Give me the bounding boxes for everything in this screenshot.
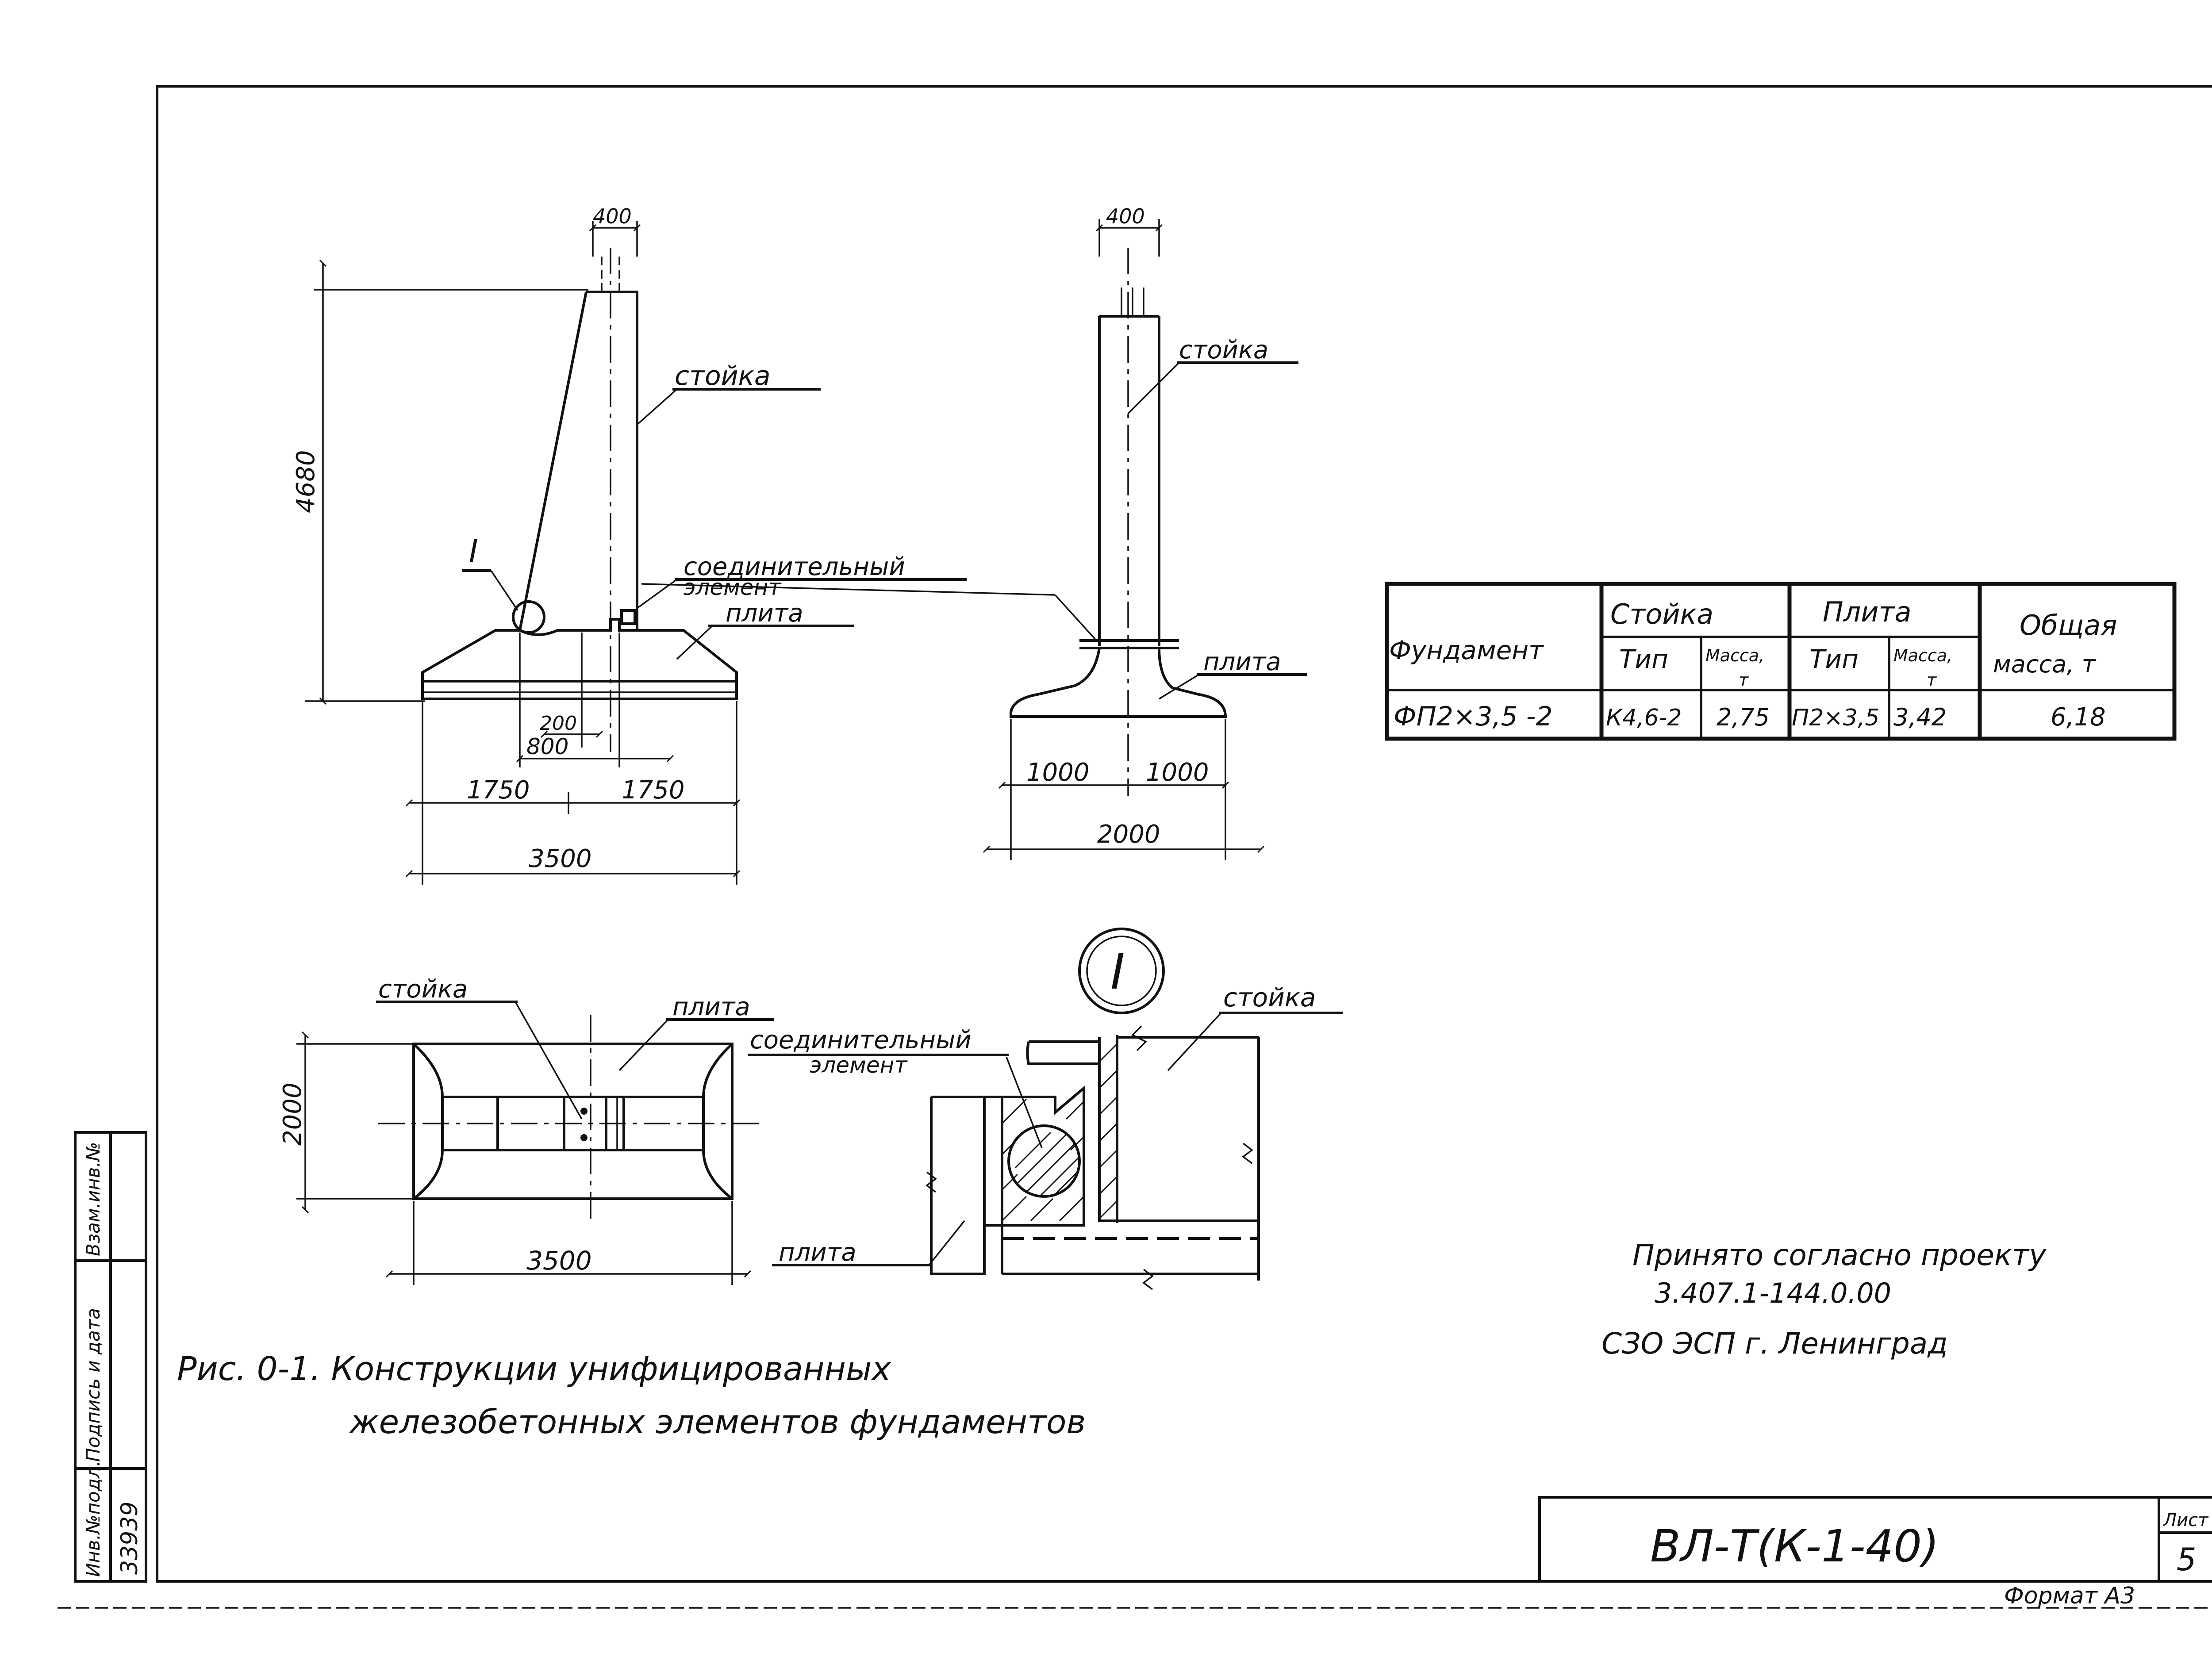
side-elevation: 400 стойка плита 1000 1000 2000 xyxy=(641,204,1307,860)
label-plan-slab: плита xyxy=(672,993,750,1021)
label-front-slab: плита xyxy=(726,599,803,628)
table-sub-type: Тип xyxy=(1619,644,1668,674)
title-block-sheet-number: 5 xyxy=(2177,1542,2197,1578)
dim-plan-width: 2000 xyxy=(278,1082,307,1146)
label-front-connector-1: соединительный xyxy=(684,552,905,581)
stamp-replacement-label: Взам.инв.№ xyxy=(82,1142,104,1256)
connector-hatch xyxy=(1001,1085,1085,1227)
dim-side-total: 2000 xyxy=(1097,820,1160,849)
detail-callout-circle xyxy=(512,600,545,634)
dim-plan-length: 3500 xyxy=(526,1246,592,1276)
table-head-post: Стойка xyxy=(1610,598,1713,630)
dim-front-left: 1750 xyxy=(467,776,530,805)
side-stamp: Инв.№подл. Подпись и дата Взам.инв.№ 339… xyxy=(74,1131,147,1583)
table-head-total-2: масса, т xyxy=(1993,650,2097,678)
dim-front-total: 3500 xyxy=(529,844,592,873)
dim-front-top: 400 xyxy=(593,204,632,228)
sheet-frame xyxy=(58,85,2212,1609)
label-front-post: стойка xyxy=(675,360,771,391)
note-line2: 3.407.1-144.0.00 xyxy=(1655,1277,1891,1309)
format-label: Формат А3 xyxy=(2004,1583,2135,1609)
figure-caption-line1: Рис. 0-1. Конструкции унифицированных xyxy=(177,1350,891,1388)
post-marker-dot xyxy=(580,1108,588,1115)
dim-side-left: 1000 xyxy=(1026,758,1090,787)
table-cell-slab-type: П2×3,5 xyxy=(1792,705,1879,731)
pin-hatch xyxy=(1014,1131,1080,1197)
detail-view: I xyxy=(748,928,1343,1290)
table-sub-mass-1: Масса, xyxy=(1705,646,1764,665)
figure-caption-line2: железобетонных элементов фундаментов xyxy=(349,1403,1086,1441)
label-plan-post: стойка xyxy=(378,975,468,1004)
detail-mark-front: I xyxy=(469,533,478,569)
table-head-slab: Плита xyxy=(1823,596,1912,628)
table-sub-mass2-1: Масса, xyxy=(1893,646,1952,665)
dim-side-top: 400 xyxy=(1106,204,1145,228)
table-sub-mass-2: т xyxy=(1739,670,1749,690)
title-block-code: ВЛ-Т(К-1-40) xyxy=(1650,1520,1939,1572)
stamp-inventory-number: 33939 xyxy=(116,1502,143,1575)
title-block: ВЛ-Т(К-1-40) Лист 5 xyxy=(1538,1496,2212,1581)
label-detail-slab: плита xyxy=(779,1238,856,1267)
table-head-total-1: Общая xyxy=(2020,609,2117,641)
detail-mark: I xyxy=(1110,943,1125,1000)
title-block-sheet-label: Лист xyxy=(2162,1510,2209,1530)
dim-front-right: 1750 xyxy=(622,776,685,805)
table-cell-post-type: К4,6-2 xyxy=(1606,705,1682,731)
table-sub-type-2: Тип xyxy=(1809,644,1859,674)
post-marker-dot xyxy=(580,1134,588,1141)
stamp-signature-label: Подпись и дата xyxy=(82,1308,104,1462)
table-cell-slab-mass: 3,42 xyxy=(1893,703,1947,731)
table-cell-foundation: ФП2×3,5 -2 xyxy=(1394,701,1553,732)
dim-side-right: 1000 xyxy=(1146,758,1209,787)
table-cell-post-mass: 2,75 xyxy=(1717,703,1770,731)
dim-front-800: 800 xyxy=(526,734,568,759)
label-detail-connector-2: элемент xyxy=(810,1052,908,1078)
label-side-slab: плита xyxy=(1203,648,1281,676)
note-line1: Принято согласно проекту xyxy=(1632,1238,2047,1272)
front-elevation: I 400 4680 стойка соединительный элемент… xyxy=(292,204,967,885)
label-side-post: стойка xyxy=(1179,336,1268,364)
foundation-table: Фундамент Стойка Плита Общая масса, т Ти… xyxy=(1385,582,2177,741)
dim-front-200: 200 xyxy=(540,712,577,735)
dim-front-height: 4680 xyxy=(292,450,320,513)
table-sub-mass2-2: т xyxy=(1927,670,1937,690)
note-line3: СЗО ЭСП г. Ленинград xyxy=(1601,1327,1948,1361)
stamp-inventory-label: Инв.№подл. xyxy=(82,1461,104,1577)
post-wall-hatch xyxy=(1098,1043,1118,1219)
plan-view: стойка плита 2000 3500 xyxy=(278,975,774,1285)
label-detail-post: стойка xyxy=(1223,982,1316,1012)
label-detail-connector-1: соединительный xyxy=(750,1026,972,1055)
connector-pin xyxy=(1007,1124,1081,1198)
table-cell-total-mass: 6,18 xyxy=(2051,703,2106,732)
table-head-foundation: Фундамент xyxy=(1389,635,1544,665)
